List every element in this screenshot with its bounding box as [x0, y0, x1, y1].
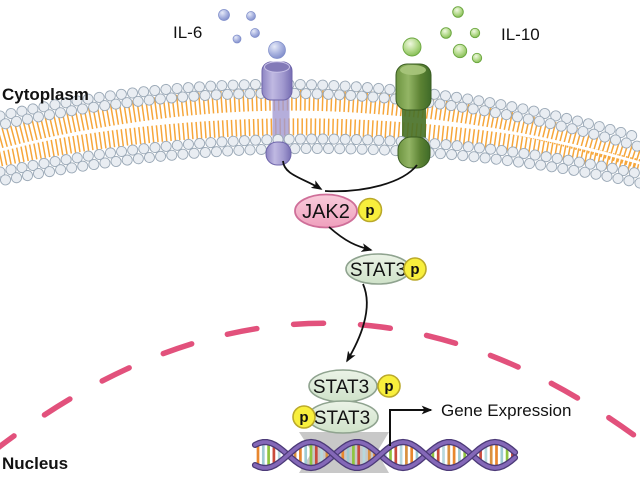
il10-label: IL-10 [501, 25, 540, 44]
il6-ligand-dot [246, 11, 256, 21]
membrane-tails-upper [0, 88, 640, 169]
stat3-node: STAT3 p [345, 253, 427, 285]
il6-ligand-dot [218, 9, 230, 21]
nucleus-label: Nucleus [2, 454, 68, 473]
stat3-phospho-badge [403, 257, 427, 281]
il6-receptor-cup [264, 61, 290, 73]
jak2-ellipse [294, 193, 358, 229]
il6-label: IL-6 [173, 23, 202, 42]
il6-group: IL-6 [173, 9, 293, 166]
stat3-dimer-bottom-phospho-label: p [299, 409, 308, 426]
dna-helix [251, 438, 519, 472]
stat3-dimer-bottom-label: STAT3 [314, 408, 370, 429]
stat3-to-nucleus-arrow [346, 283, 368, 363]
stat3-dimer-bottom-phospho-badge [292, 405, 316, 429]
il6-receptor-to-jak2-arrow [282, 160, 323, 190]
stat3-dimer-top-phospho-badge [377, 374, 401, 398]
il10-receptor [395, 37, 432, 169]
jak2-node: JAK2 p [294, 193, 383, 229]
jak2-phospho-label: p [365, 202, 374, 219]
cytoplasm-label: Cytoplasm [2, 85, 89, 104]
stat3-dimer-top-label: STAT3 [313, 377, 369, 398]
il10-ligand [402, 37, 422, 57]
il10-receptor-to-jak2-arrow [324, 164, 418, 193]
il10-ligand-dot [452, 6, 464, 18]
il6-ligand-dot [250, 28, 260, 38]
membrane-mid-streak [0, 111, 640, 165]
il10-ligand-dot [452, 43, 468, 59]
gene-expression-label: Gene Expression [441, 401, 571, 420]
il6-ligand-dot [232, 34, 242, 44]
stat3-dimer-top-phospho-label: p [384, 378, 393, 395]
membrane-head-row [0, 88, 640, 152]
il10-receptor-bulb [397, 136, 431, 169]
cell-membrane [0, 78, 640, 189]
nuclear-envelope [0, 320, 640, 450]
il10-receptor-body [395, 63, 432, 111]
membrane-head-row [0, 79, 640, 143]
stat3-dimer: STAT3 p STAT3 p [292, 369, 401, 434]
nucleus-content: Gene Expression STAT3 p STAT3 p [251, 369, 571, 473]
jak2-label: JAK2 [302, 201, 350, 223]
gene-expression-arrow [389, 405, 433, 446]
il10-group: IL-10 [395, 6, 540, 169]
stat3-label: STAT3 [350, 260, 406, 281]
il10-ligand-dot [440, 27, 452, 39]
il10-receptor-top-highlight [400, 65, 426, 75]
jak2-to-stat3-arrow [328, 226, 373, 252]
membrane-tails-lower [0, 118, 640, 177]
membrane-head-row [0, 143, 640, 188]
stat3-phospho-label: p [410, 261, 419, 278]
jak2-phospho-badge [357, 197, 383, 223]
membrane-head-row [0, 134, 640, 179]
il10-ligand-dot [469, 27, 481, 39]
signaling-cascade: JAK2 p STAT3 p [282, 160, 427, 363]
il6-ligand [268, 41, 286, 59]
il6-receptor-bulb [265, 141, 292, 166]
il10-ligand-dot [471, 52, 483, 64]
dna-strand [253, 440, 517, 470]
il6-receptor [261, 41, 293, 166]
